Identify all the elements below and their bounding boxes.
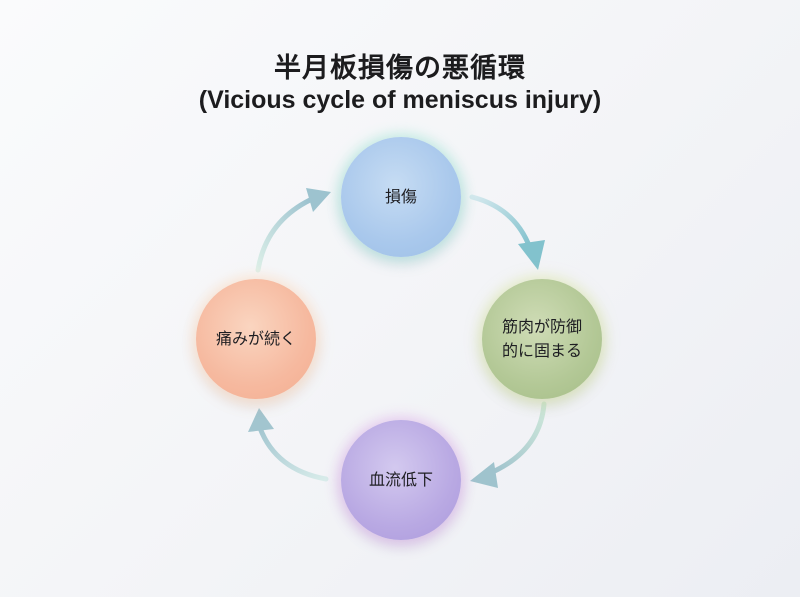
- arrow-injury-to-muscle: [469, 194, 545, 270]
- node-injury-label: 損傷: [384, 187, 417, 206]
- arrow-muscle-to-blood: [470, 401, 547, 488]
- arrow-pain-to-injury: [255, 188, 331, 273]
- node-muscle-guarding-line1: 筋肉が防御: [501, 317, 582, 336]
- arrow-blood-to-pain: [248, 408, 329, 482]
- node-muscle-guarding: 筋肉が防御 的に固まる: [482, 279, 602, 399]
- diagram-title: 半月板損傷の悪循環: [274, 53, 526, 84]
- node-persistent-pain-label: 痛みが続く: [215, 329, 296, 348]
- node-muscle-guarding-line2: 的に固まる: [501, 341, 582, 360]
- node-persistent-pain: 痛みが続く: [196, 279, 316, 399]
- diagram-subtitle: (Vicious cycle of meniscus injury): [198, 86, 602, 114]
- node-reduced-blood-flow: 血流低下: [341, 420, 461, 540]
- node-reduced-blood-flow-label: 血流低下: [368, 470, 433, 489]
- node-injury: 損傷: [341, 137, 461, 257]
